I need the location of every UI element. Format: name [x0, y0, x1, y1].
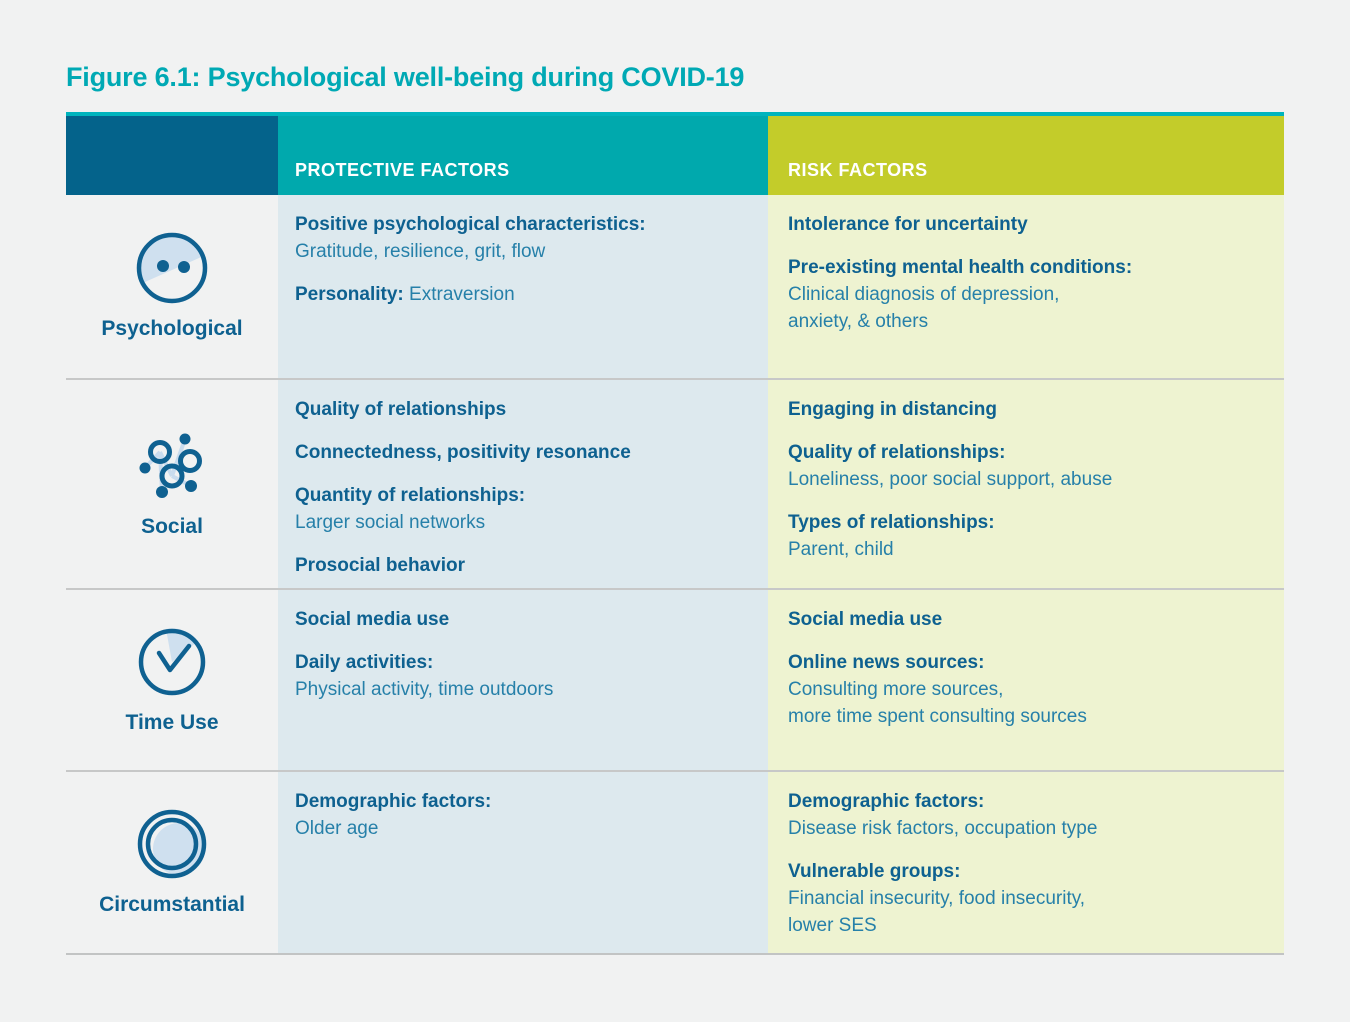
concentric-circles-icon [137, 809, 207, 879]
clock-icon [138, 627, 206, 695]
row-label-cell-psychological: Psychological [66, 195, 278, 378]
cell-time-use-protective: Social media use Daily activities: Physi… [278, 590, 768, 770]
cell-item: Vulnerable groups: Financial insecurity,… [788, 858, 1262, 939]
item-heading: Vulnerable groups: [788, 861, 961, 882]
page-title: Figure 6.1: Psychological well-being dur… [66, 62, 745, 92]
row-label-cell-time-use: Time Use [66, 590, 278, 770]
risk-factors-header: RISK FACTORS [768, 116, 1284, 195]
cell-item: Engaging in distancing [788, 396, 1262, 423]
network-icon [139, 433, 202, 498]
item-heading: Demographic factors: [295, 791, 492, 812]
item-heading: Daily activities: [295, 652, 434, 673]
item-body-line: Physical activity, time outdoors [295, 679, 554, 700]
cell-item: Pre-existing mental health conditions: C… [788, 254, 1262, 335]
item-heading: Engaging in distancing [788, 399, 997, 420]
cell-item: Social media use [788, 606, 1262, 633]
cell-item: Positive psychological characteristics: … [295, 211, 746, 265]
item-body-line: more time spent consulting sources [788, 706, 1087, 727]
cell-item: Prosocial behavior [295, 552, 746, 579]
row-label: Social [141, 514, 203, 538]
item-heading: Intolerance for uncertainty [788, 214, 1028, 235]
table-row-social: Social Quality of relationships Connecte… [66, 378, 1284, 588]
item-heading: Quality of relationships [295, 399, 507, 420]
item-body-line: Gratitude, resilience, grit, flow [295, 241, 546, 262]
top-accent-rule [66, 112, 1284, 116]
row-label-cell-social: Social [66, 380, 278, 588]
item-heading: Online news sources: [788, 652, 985, 673]
item-body-line: Clinical diagnosis of depression, [788, 284, 1060, 305]
cell-time-use-risk: Social media use Online news sources: Co… [768, 590, 1284, 770]
cell-social-protective: Quality of relationships Connectedness, … [278, 380, 768, 588]
cell-item: Demographic factors: Older age [295, 788, 746, 842]
cell-item: Social media use [295, 606, 746, 633]
cell-item: Quantity of relationships: Larger social… [295, 482, 746, 536]
protective-factors-header-label: PROTECTIVE FACTORS [295, 160, 510, 180]
item-heading: Social media use [788, 609, 943, 630]
cell-item: Quality of relationships: Loneliness, po… [788, 439, 1262, 493]
item-heading: Social media use [295, 609, 450, 630]
cell-item: Types of relationships: Parent, child [788, 509, 1262, 563]
item-body-line: Loneliness, poor social support, abuse [788, 469, 1113, 490]
item-body-line: Parent, child [788, 539, 894, 560]
cell-social-risk: Engaging in distancing Quality of relati… [768, 380, 1284, 588]
item-body-line: Disease risk factors, occupation type [788, 818, 1098, 839]
figure-table: PROTECTIVE FACTORS RISK FACTORS Psycholo… [66, 112, 1284, 955]
cell-item: Connectedness, positivity resonance [295, 439, 746, 466]
face-icon [136, 232, 208, 304]
cell-psychological-risk: Intolerance for uncertainty Pre-existing… [768, 195, 1284, 378]
item-body-line: Consulting more sources, [788, 679, 1004, 700]
item-inline-value: Extraversion [409, 284, 515, 305]
item-heading: Positive psychological characteristics: [295, 214, 646, 235]
item-heading: Connectedness, positivity resonance [295, 442, 631, 463]
row-label-cell-circumstantial: Circumstantial [66, 772, 278, 953]
cell-circumstantial-protective: Demographic factors: Older age [278, 772, 768, 953]
item-heading: Prosocial behavior [295, 555, 466, 576]
risk-factors-header-label: RISK FACTORS [788, 160, 928, 180]
row-label: Psychological [101, 317, 243, 340]
table-row-time-use: Time Use Social media use Daily activiti… [66, 588, 1284, 770]
row-label: Circumstantial [99, 893, 245, 916]
cell-item: Personality: Extraversion [295, 281, 746, 308]
item-heading: Quality of relationships: [788, 442, 1006, 463]
item-heading: Demographic factors: [788, 791, 985, 812]
table-row-psychological: Psychological Positive psychological cha… [66, 195, 1284, 378]
item-body-line: anxiety, & others [788, 311, 929, 332]
protective-factors-header: PROTECTIVE FACTORS [278, 116, 768, 195]
cell-psychological-protective: Positive psychological characteristics: … [278, 195, 768, 378]
cell-item: Intolerance for uncertainty [788, 211, 1262, 238]
cell-item: Online news sources: Consulting more sou… [788, 649, 1262, 730]
cell-item: Quality of relationships [295, 396, 746, 423]
item-heading: Pre-existing mental health conditions: [788, 257, 1133, 278]
item-heading: Types of relationships: [788, 512, 995, 533]
item-body-line: Older age [295, 818, 379, 839]
cell-item: Daily activities: Physical activity, tim… [295, 649, 746, 703]
item-body-line: Financial insecurity, food insecurity, [788, 888, 1086, 909]
bottom-border-rule [66, 953, 1284, 955]
table-header-row: PROTECTIVE FACTORS RISK FACTORS [66, 116, 1284, 195]
corner-header-cell [66, 116, 278, 195]
item-body-line: lower SES [788, 915, 877, 936]
cell-item: Demographic factors: Disease risk factor… [788, 788, 1262, 842]
item-heading: Personality: [295, 284, 404, 305]
table-row-circumstantial: Circumstantial Demographic factors: Olde… [66, 770, 1284, 953]
cell-circumstantial-risk: Demographic factors: Disease risk factor… [768, 772, 1284, 953]
item-heading: Quantity of relationships: [295, 485, 526, 506]
row-label: Time Use [125, 710, 219, 734]
item-body-line: Larger social networks [295, 512, 486, 533]
